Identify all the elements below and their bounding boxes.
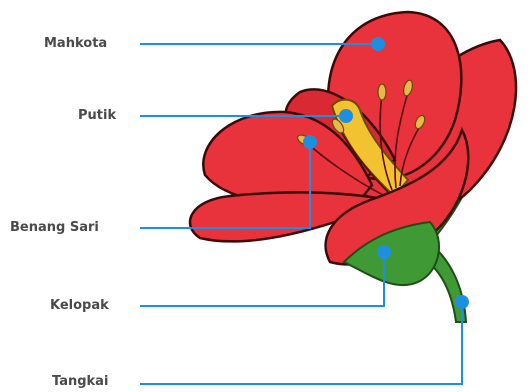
label-benang-sari: Benang Sari	[10, 220, 99, 236]
leader-dot-kelopak	[377, 245, 391, 259]
label-putik: Putik	[78, 108, 116, 124]
label-kelopak: Kelopak	[50, 298, 109, 314]
leader-line-tangkai	[140, 302, 462, 384]
leader-dot-benang-sari	[303, 135, 317, 149]
label-tangkai: Tangkai	[52, 374, 108, 390]
leader-dot-putik	[339, 109, 353, 123]
label-mahkota: Mahkota	[44, 36, 107, 52]
leader-dot-tangkai	[455, 295, 469, 309]
leader-dot-mahkota	[371, 37, 385, 51]
